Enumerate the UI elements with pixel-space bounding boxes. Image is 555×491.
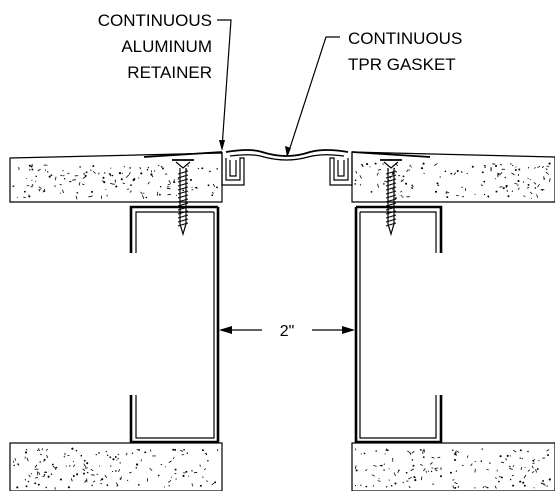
gasket-label-line-2: TPR GASKET: [348, 55, 456, 74]
right-steel-channel: [354, 205, 443, 444]
left-aluminum-retainer: [143, 151, 245, 186]
right-top-slab: [351, 151, 555, 203]
left-top-slab: [9, 152, 223, 203]
concrete-stipple: [12, 447, 219, 490]
retainer-leader-line: [217, 19, 232, 149]
retainer-leader-arrowhead: [219, 140, 225, 151]
right-bottom-slab: [351, 442, 555, 491]
dimension-arrow-left: [219, 326, 232, 334]
dimension-arrow-right: [342, 326, 355, 334]
concrete-stipple: [354, 162, 551, 200]
screw-thread: [177, 170, 189, 227]
retainer-callout: CONTINUOUS ALUMINUM RETAINER: [98, 11, 232, 151]
gap-dimension: 2": [219, 323, 355, 340]
right-aluminum-retainer: [329, 151, 431, 186]
retainer-label-line-3: RETAINER: [127, 63, 212, 82]
left-screw: [172, 159, 194, 237]
screw-thread: [385, 170, 397, 227]
left-bottom-slab: [9, 442, 223, 491]
gasket-leader-line: [287, 36, 340, 155]
gasket-callout: CONTINUOUS TPR GASKET: [285, 29, 462, 157]
retainer-label-line-1: CONTINUOUS: [98, 11, 212, 30]
retainer-label-line-2: ALUMINUM: [121, 37, 212, 56]
gasket-label-line-1: CONTINUOUS: [348, 29, 462, 48]
tpr-gasket: [225, 149, 349, 161]
right-screw: [380, 159, 402, 237]
gap-dimension-label: 2": [280, 323, 295, 340]
gasket-leader-arrowhead: [285, 146, 291, 157]
left-steel-channel: [129, 205, 220, 444]
concrete-stipple: [12, 164, 218, 200]
concrete-stipple: [354, 448, 551, 489]
